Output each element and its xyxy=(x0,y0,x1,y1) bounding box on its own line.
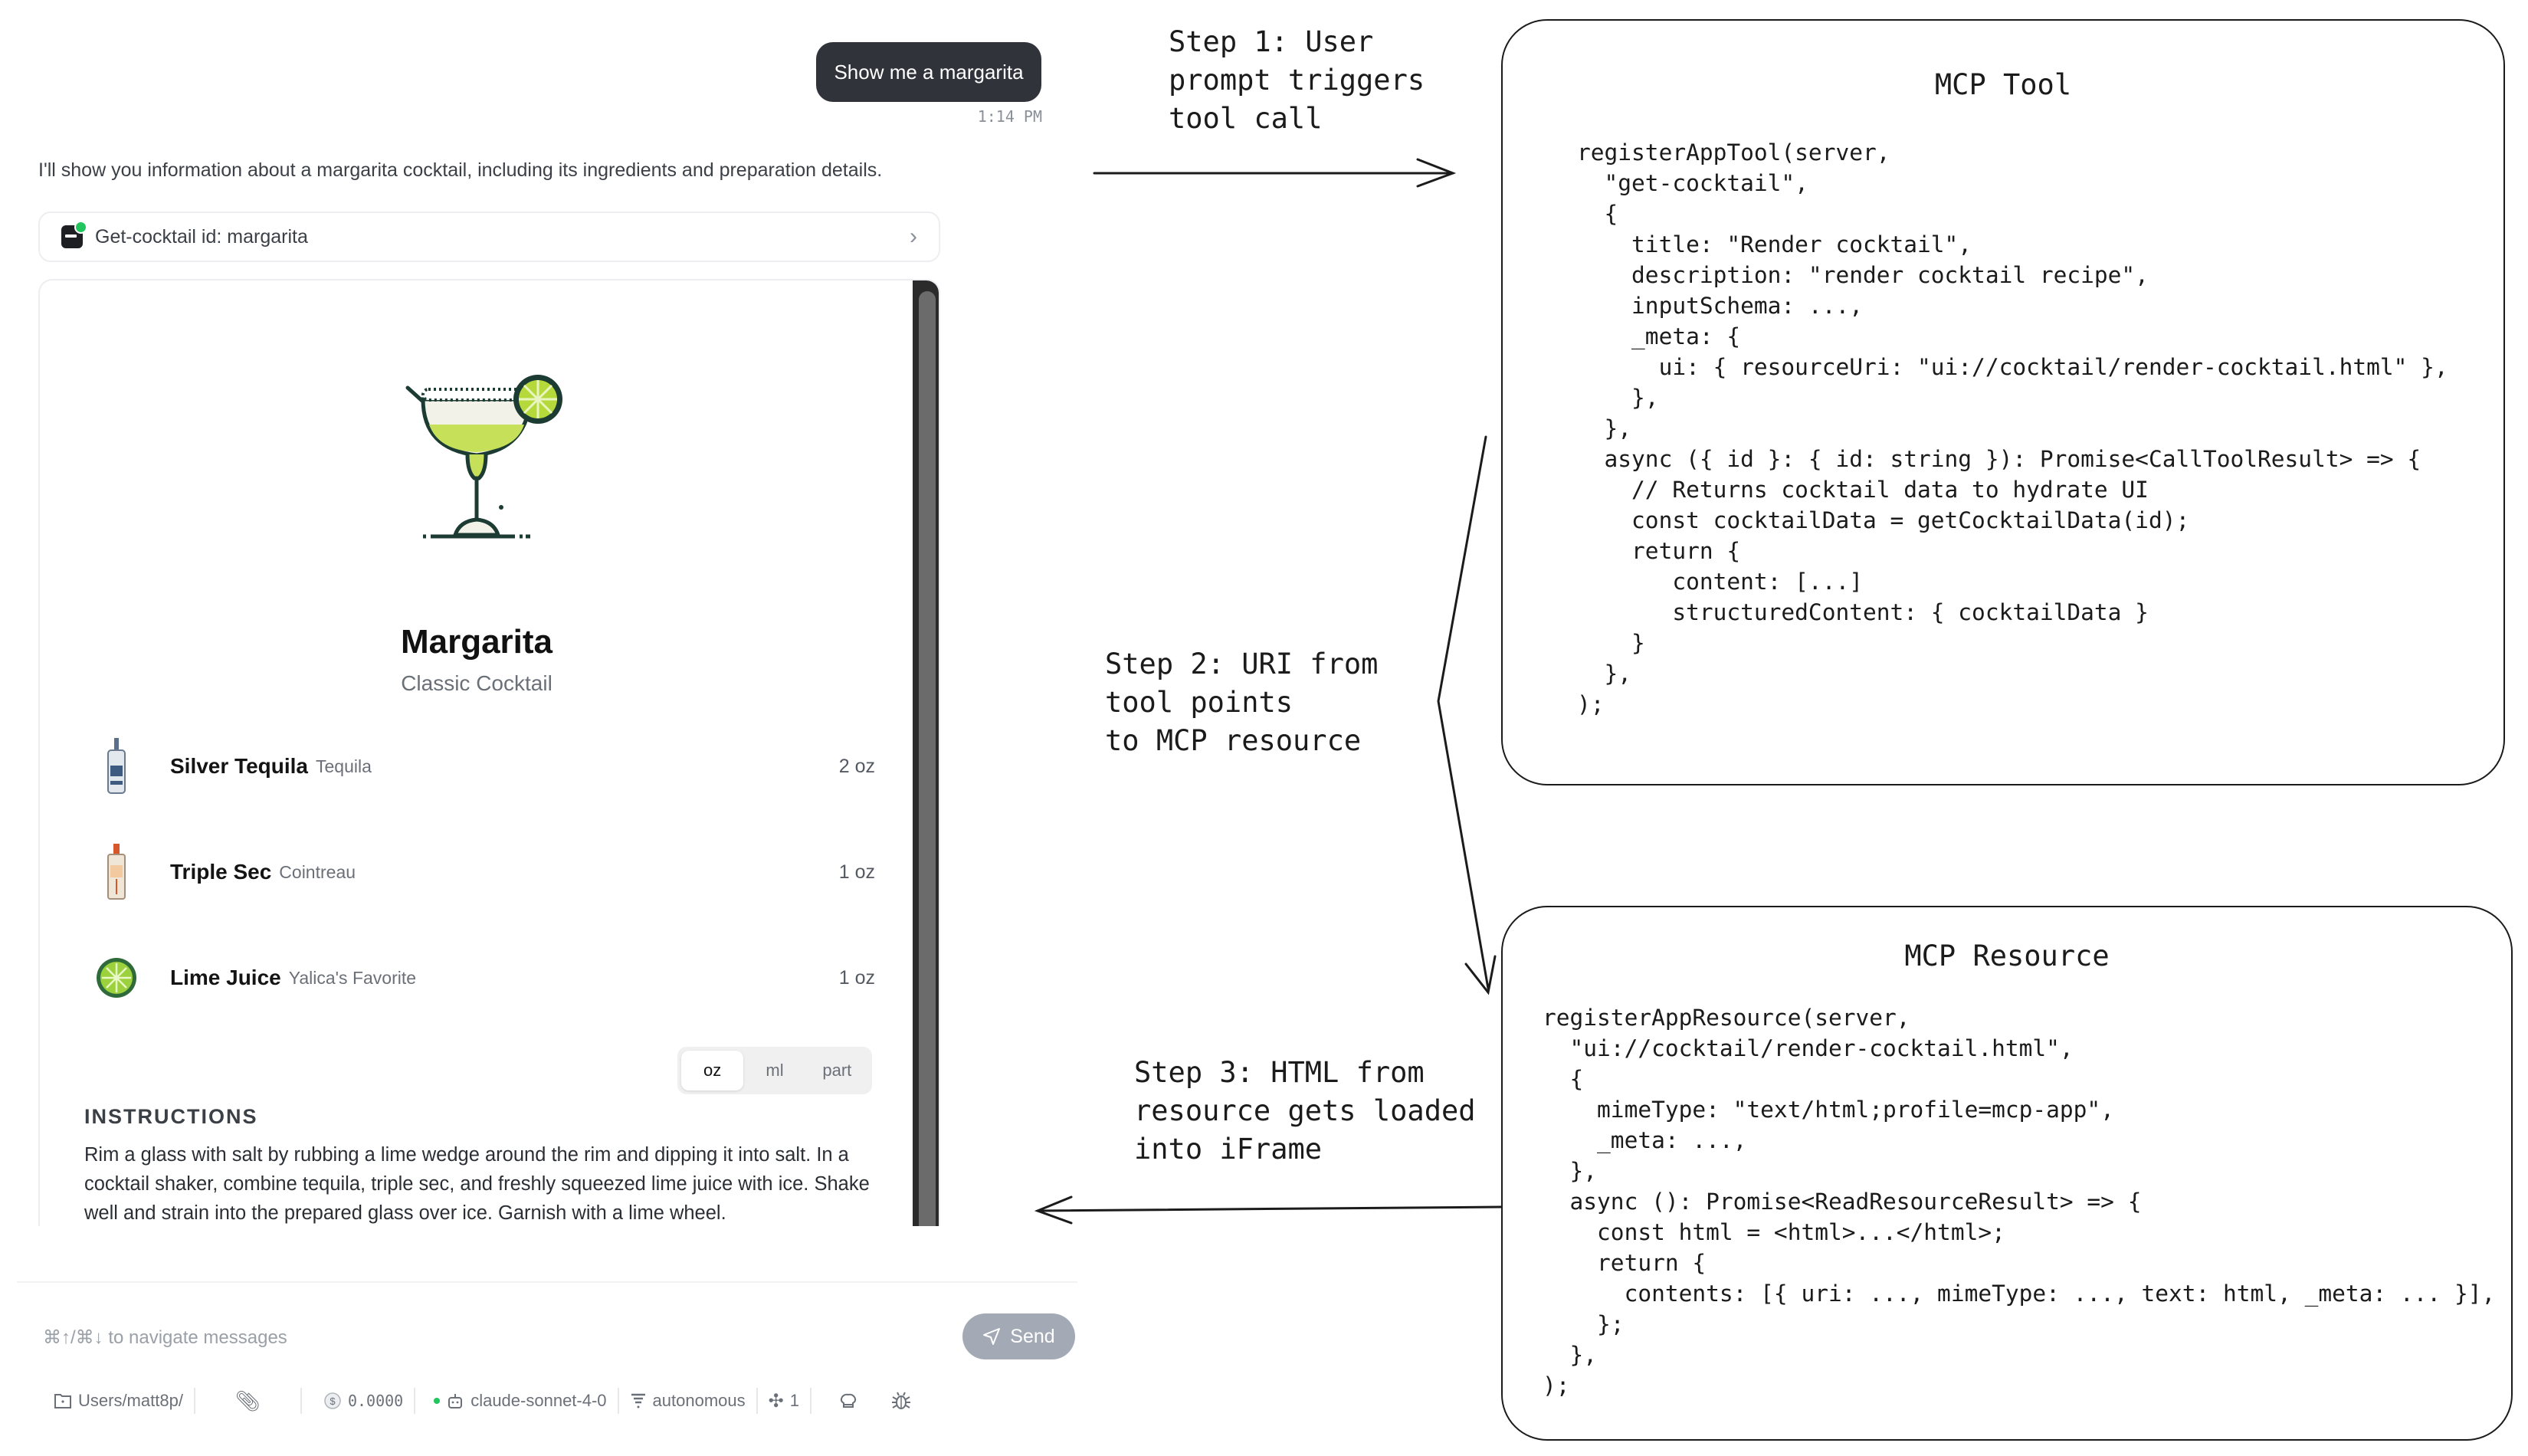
ingredient-amount: 1 oz xyxy=(838,966,875,989)
working-directory[interactable]: Users/matt8p/ xyxy=(43,1385,194,1416)
chevron-right-icon[interactable]: › xyxy=(910,224,917,249)
chef-hat-button[interactable] xyxy=(812,1385,874,1416)
lime-icon xyxy=(93,943,139,1012)
model-name: claude-sonnet-4-0 xyxy=(471,1391,607,1410)
user-message-bubble: Show me a margarita xyxy=(816,42,1041,102)
debug-button[interactable] xyxy=(874,1385,928,1416)
cocktail-iframe-card: Margarita Classic Cocktail Silver Tequil… xyxy=(38,279,940,1226)
ingredient-row: Triple Sec Cointreau 1 oz xyxy=(93,838,875,907)
chat-input[interactable] xyxy=(43,1324,932,1352)
folder-icon xyxy=(54,1394,71,1408)
composer-divider xyxy=(17,1281,1077,1283)
model-selector[interactable]: claude-sonnet-4-0 xyxy=(415,1385,617,1416)
cocktail-name: Margarita xyxy=(400,623,553,661)
send-button[interactable]: Send xyxy=(962,1313,1075,1359)
margarita-glass-icon xyxy=(405,375,562,539)
mcp-tool-box: MCP Tool registerAppTool(server, "get-co… xyxy=(1501,19,2505,785)
svg-text:$: $ xyxy=(330,1395,336,1407)
ingredient-row: Silver Tequila Tequila 2 oz xyxy=(93,732,875,801)
tool-call-label: Get-cocktail id: margarita xyxy=(95,225,308,248)
filter-icon xyxy=(631,1393,645,1408)
scrollbar-thumb[interactable] xyxy=(919,291,936,1226)
tool-call-row[interactable]: Get-cocktail id: margarita › xyxy=(38,212,940,262)
toolbar-separator xyxy=(810,1388,812,1414)
step-1-annotation: Step 1: User prompt triggers tool call xyxy=(1169,25,1425,135)
coin-icon: $ xyxy=(324,1392,341,1409)
instructions-text: Rim a glass with salt by rubbing a lime … xyxy=(84,1144,870,1224)
extensions-button[interactable]: ✣ 1 xyxy=(758,1385,810,1416)
unit-part-button[interactable]: part xyxy=(822,1061,852,1080)
toolbar-separator xyxy=(300,1388,302,1414)
directory-path: Users/matt8p/ xyxy=(78,1391,183,1410)
send-label: Send xyxy=(1010,1325,1055,1347)
ingredient-name: Triple Sec xyxy=(170,860,272,884)
tequila-bottle-icon xyxy=(93,732,139,801)
triple-sec-bottle-icon xyxy=(93,838,139,907)
ingredient-brand: Yalica's Favorite xyxy=(288,967,417,988)
assistant-message: I'll show you information about a margar… xyxy=(38,159,883,181)
bug-icon xyxy=(892,1392,910,1409)
toolbar-separator xyxy=(193,1388,195,1414)
send-icon xyxy=(983,1328,1001,1345)
message-timestamp: 1:14 PM xyxy=(977,107,1042,126)
ingredient-amount: 1 oz xyxy=(838,861,875,883)
mcp-resource-box: MCP Resource registerAppResource(server,… xyxy=(1501,906,2513,1441)
step-2-annotation: Step 2: URI from tool points to MCP reso… xyxy=(1105,648,1379,757)
unit-oz-button[interactable]: oz xyxy=(681,1051,744,1090)
unit-ml-button[interactable]: ml xyxy=(766,1061,784,1080)
chef-hat-icon xyxy=(840,1393,857,1408)
toolbar-separator xyxy=(756,1388,758,1414)
toolbar-separator xyxy=(617,1388,619,1414)
composer-toolbar: Users/matt8p/ 📎︎ $ 0.0000 claude-sonnet-… xyxy=(43,1385,928,1416)
ingredient-name: Lime Juice xyxy=(170,966,281,989)
instructions-heading: INSTRUCTIONS xyxy=(84,1105,258,1128)
user-message-text: Show me a margarita xyxy=(834,60,1024,84)
ingredient-brand: Cointreau xyxy=(279,861,356,882)
cost-indicator: $ 0.0000 xyxy=(302,1385,414,1416)
puzzle-icon: ✣ xyxy=(768,1390,784,1412)
mcp-resource-code: registerAppResource(server, "ui://cockta… xyxy=(1543,1005,2496,1399)
step-3-annotation: Step 3: HTML from resource gets loaded i… xyxy=(1134,1056,1476,1166)
tool-icon xyxy=(61,221,87,248)
step-1-arrow xyxy=(1093,158,1457,188)
mode-selector[interactable]: autonomous xyxy=(619,1385,756,1416)
status-dot xyxy=(434,1398,441,1404)
iframe-scrollbar[interactable] xyxy=(913,280,939,1226)
cost-value: 0.0000 xyxy=(347,1392,404,1410)
mcp-resource-title: MCP Resource xyxy=(1904,940,2110,972)
unit-toggle: oz ml part xyxy=(677,1047,872,1094)
step-3-arrow xyxy=(1034,1195,1503,1225)
step-2-arrow xyxy=(1437,435,1497,995)
mode-label: autonomous xyxy=(652,1391,746,1410)
robot-icon xyxy=(448,1394,463,1408)
paperclip-icon: 📎︎ xyxy=(234,1389,261,1412)
extensions-count: 1 xyxy=(789,1391,799,1410)
ingredient-brand: Tequila xyxy=(316,756,372,776)
cocktail-subtitle: Classic Cocktail xyxy=(401,671,552,695)
toolbar-separator xyxy=(414,1388,416,1414)
ingredient-name: Silver Tequila xyxy=(170,754,308,778)
ingredient-row: Lime Juice Yalica's Favorite 1 oz xyxy=(93,943,875,1012)
mcp-tool-title: MCP Tool xyxy=(1934,68,2072,101)
mcp-tool-code: registerAppTool(server, "get-cocktail", … xyxy=(1577,139,2448,717)
ingredient-amount: 2 oz xyxy=(838,755,875,777)
attach-button[interactable]: 📎︎ xyxy=(195,1385,300,1416)
